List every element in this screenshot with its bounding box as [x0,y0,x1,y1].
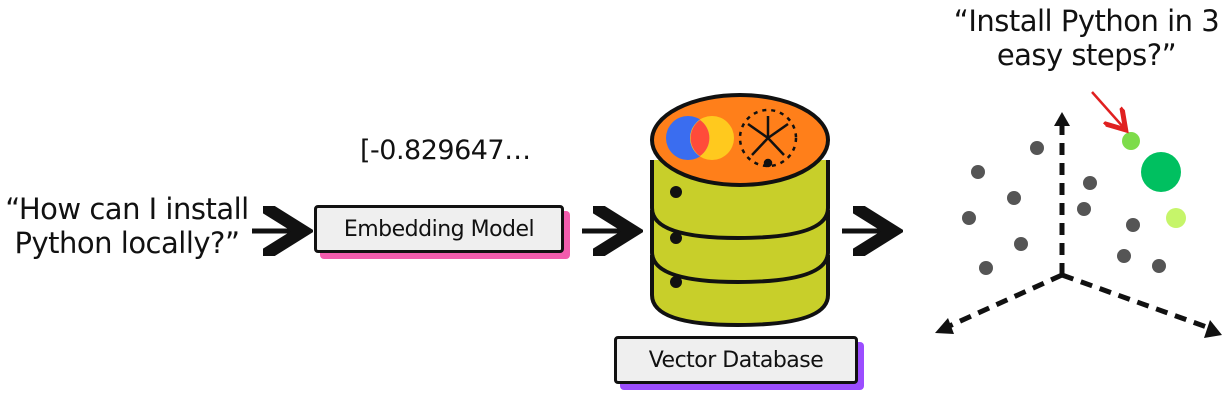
result-text: “Install Python in 3 easy steps?” [945,4,1228,72]
vector-text: [-0.829647… [360,135,531,166]
embedding-points [962,141,1166,275]
query-line-1: “How can I install [5,192,249,226]
query-text: “How can I install Python locally?” [2,192,252,260]
vector-database-label: Vector Database [648,347,824,373]
pointer-arrow-icon [1091,91,1124,128]
near-point [1166,208,1186,228]
nearest-result-point [1122,132,1140,150]
embedding-model-label: Embedding Model [343,216,535,242]
vector-database-box: Vector Database [614,336,858,384]
3d-axes-icon [943,125,1216,333]
query-line-2: Python locally?” [14,226,240,260]
embedding-model-box: Embedding Model [314,205,564,253]
database-icon [650,93,830,328]
overlap-circles-icon [666,116,734,160]
result-line-1: “Install Python in 3 [953,4,1220,38]
network-icon [738,108,798,168]
highlighted-cluster-point [1141,152,1181,192]
result-line-2: easy steps?” [996,38,1177,72]
